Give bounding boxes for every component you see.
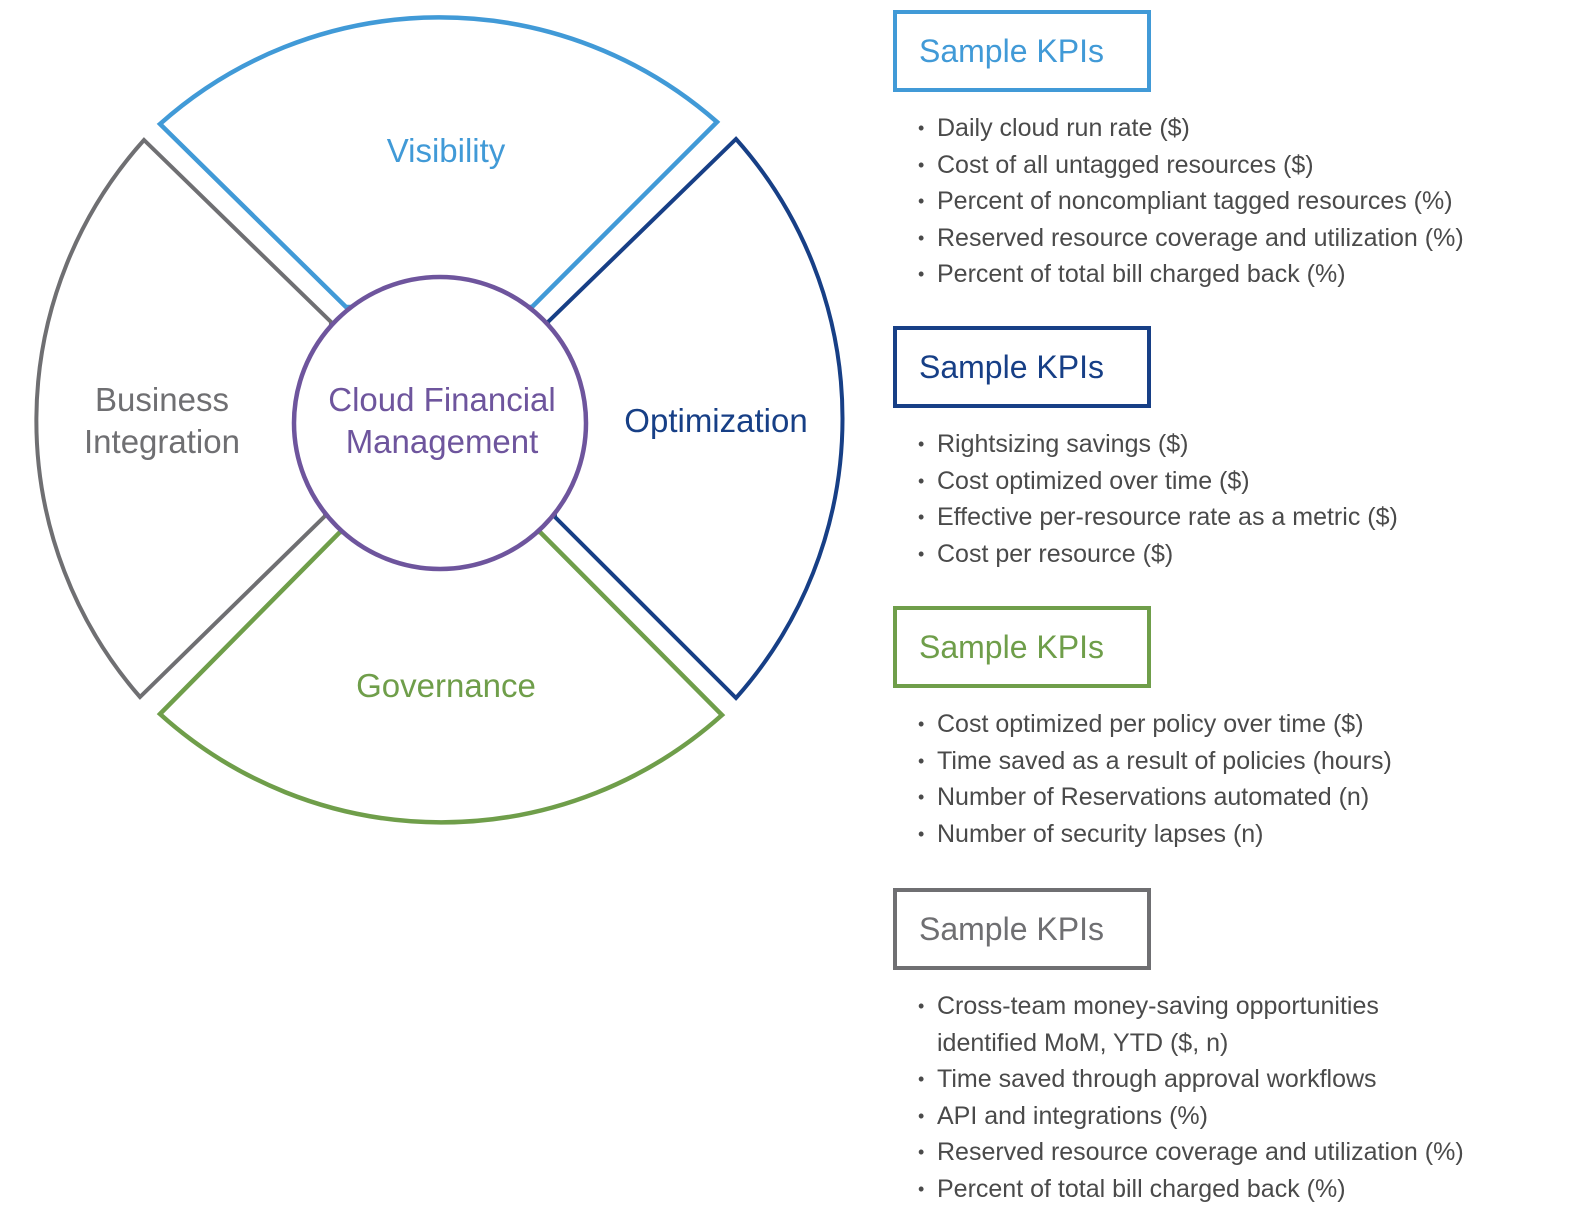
kpi-item: Cost per resource ($) bbox=[915, 536, 1398, 573]
label-line: Visibility bbox=[387, 132, 506, 169]
kpi-item: Rightsizing savings ($) bbox=[915, 426, 1398, 463]
label-line: Integration bbox=[84, 423, 240, 460]
kpi-item: Reserved resource coverage and utilizati… bbox=[915, 1134, 1555, 1171]
business-integration-segment bbox=[34, 137, 334, 700]
visibility-label: Visibility bbox=[387, 132, 506, 169]
kpi-section-governance: Sample KPIs Cost optimized per policy ov… bbox=[893, 606, 1392, 852]
kpi-title-box: Sample KPIs bbox=[893, 888, 1151, 970]
kpi-item: Cost of all untagged resources ($) bbox=[915, 147, 1464, 184]
label-line: Business bbox=[95, 381, 229, 418]
cfm-wheel-diagram: Visibility Optimization Governance Busin… bbox=[34, 15, 845, 825]
kpi-item: Percent of total bill charged back (%) bbox=[915, 256, 1464, 293]
kpi-section-visibility: Sample KPIs Daily cloud run rate ($) Cos… bbox=[893, 10, 1464, 293]
kpi-item: Percent of total bill charged back (%) bbox=[915, 1171, 1555, 1208]
kpi-list: Cross-team money-saving opportunities id… bbox=[915, 988, 1555, 1208]
label-line: Optimization bbox=[624, 402, 807, 439]
kpi-title-box: Sample KPIs bbox=[893, 606, 1151, 688]
kpi-item: Percent of noncompliant tagged resources… bbox=[915, 183, 1464, 220]
label-line: Cloud Financial bbox=[328, 381, 555, 418]
governance-segment bbox=[156, 529, 726, 825]
kpi-list: Daily cloud run rate ($) Cost of all unt… bbox=[915, 110, 1464, 293]
label-line: Governance bbox=[356, 667, 536, 704]
kpi-item: Number of Reservations automated (n) bbox=[915, 779, 1392, 816]
kpi-item: Effective per-resource rate as a metric … bbox=[915, 499, 1398, 536]
kpi-item: Number of security lapses (n) bbox=[915, 816, 1392, 853]
kpi-title-box: Sample KPIs bbox=[893, 10, 1151, 92]
governance-label: Governance bbox=[356, 667, 536, 704]
kpi-list: Cost optimized per policy over time ($) … bbox=[915, 706, 1392, 852]
kpi-item: Cost optimized over time ($) bbox=[915, 463, 1398, 500]
kpi-item: Reserved resource coverage and utilizati… bbox=[915, 220, 1464, 257]
kpi-item: Cross-team money-saving opportunities id… bbox=[915, 988, 1477, 1061]
optimization-label: Optimization bbox=[624, 402, 807, 439]
kpi-item: Time saved as a result of policies (hour… bbox=[915, 743, 1392, 780]
kpi-list: Rightsizing savings ($) Cost optimized o… bbox=[915, 426, 1398, 572]
label-line: Management bbox=[346, 423, 539, 460]
kpi-item: Cost optimized per policy over time ($) bbox=[915, 706, 1392, 743]
kpi-item: API and integrations (%) bbox=[915, 1098, 1555, 1135]
kpi-title-box: Sample KPIs bbox=[893, 326, 1151, 408]
kpi-item: Time saved through approval workflows bbox=[915, 1061, 1555, 1098]
kpi-section-business-integration: Sample KPIs Cross-team money-saving oppo… bbox=[893, 888, 1555, 1208]
center-circle bbox=[291, 274, 589, 572]
optimization-segment bbox=[545, 136, 845, 701]
visibility-segment bbox=[156, 15, 721, 310]
kpi-section-optimization: Sample KPIs Rightsizing savings ($) Cost… bbox=[893, 326, 1398, 572]
kpi-item: Daily cloud run rate ($) bbox=[915, 110, 1464, 147]
